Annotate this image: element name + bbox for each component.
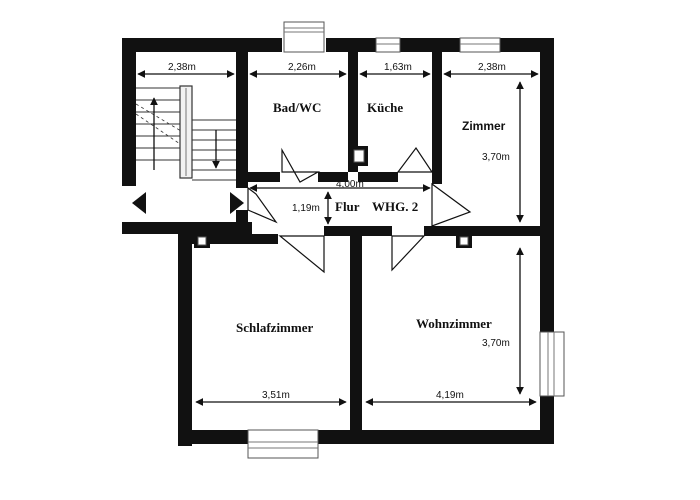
dim-stair-width: 2,38m [168,62,196,73]
window-bad [283,21,325,53]
chimney-flur-left-inner [197,236,207,246]
walls [122,38,554,446]
wall-kueche-zimmer [432,38,442,172]
room-label-kueche: Küche [367,100,403,115]
chimney-flur-right-inner [459,236,469,246]
wall-bad-bottom [248,172,280,182]
dim-zimmer-depth: 3,70m [482,152,510,163]
dim-zimmer-width: 2,38m [478,62,506,73]
door-schlaf [278,235,325,274]
wall-kueche-bottom [358,172,398,182]
room-label-schlaf: Schlafzimmer [236,320,313,335]
window-kueche [375,37,401,53]
door-whg-right [431,182,472,227]
dim-kueche-width: 1,63m [384,62,412,73]
wall-top-left [122,38,282,52]
dim-bad-width: 2,26m [288,62,316,73]
stair-triangle-left [132,192,146,214]
stair-triangle-right [230,192,244,214]
staircase [132,85,244,214]
door-bad [281,147,321,183]
window-zimmer [459,37,501,53]
wall-bottom-right [318,430,554,444]
dim-flur-length: 4,00m [336,179,364,190]
door-kueche [396,146,434,173]
wall-bad-kueche [348,38,358,172]
door-wohn [391,235,426,272]
wall-stair-bottom [122,222,252,234]
wall-stair-right [236,38,248,188]
room-label-zimmer: Zimmer [462,119,506,133]
dim-wohn-depth: 3,70m [482,338,510,349]
room-label-bad: Bad/WC [273,100,321,115]
room-label-wohn: Wohnzimmer [416,316,492,331]
wall-top-mid2 [400,38,460,52]
wall-schlaf-wohn [350,226,362,444]
dim-flur-width: 1,19m [292,203,320,214]
wall-flur-bottom-right [424,226,554,236]
room-label-whg: WHG. 2 [372,199,418,214]
door-entrance [247,186,278,224]
wall-stair-bottom-stub [236,210,248,234]
dim-schlaf-width: 3,51m [262,390,290,401]
wall-flur-bottom-left [178,234,278,244]
chimney-kueche-inner [353,149,365,163]
dim-wohn-width: 4,19m [436,390,464,401]
room-label-flur: Flur [335,199,360,214]
windows [247,21,565,459]
doors [247,146,472,274]
wall-zimmer-bottom [432,172,442,184]
wall-left-stair [122,38,136,186]
window-wohn-side [539,331,565,397]
wall-right-upper [540,38,554,332]
dimension-lines [137,70,539,406]
wall-left-lower [178,234,192,446]
window-schlaf [247,429,319,459]
wall-bad-bottom2 [318,172,348,182]
wall-bottom-left [178,430,248,444]
